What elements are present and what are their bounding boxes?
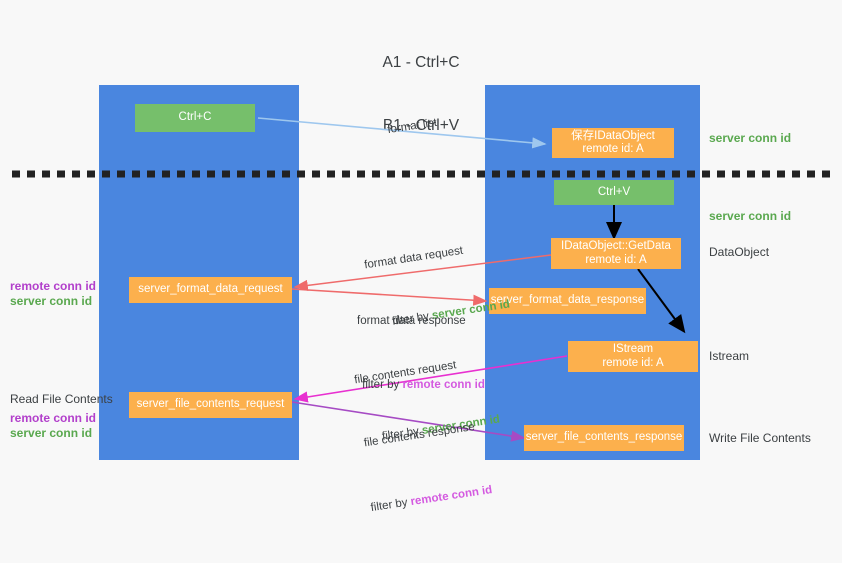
edge-label-file-contents-request-text: file contents request: [353, 359, 458, 387]
node-server-file-contents-request[interactable]: server_file_contents_request: [129, 392, 292, 418]
edge-label-format-data-response-filter: filter by remote conn id: [343, 363, 485, 408]
node-server-file-contents-request-label: server_file_contents_request: [136, 398, 285, 411]
title-line-1: A1 - Ctrl+C: [382, 54, 460, 71]
node-server-format-data-request-label: server_format_data_request: [138, 283, 283, 296]
note-istream: Istream: [709, 349, 750, 363]
node-save-idataobject-line2: remote id: A: [582, 143, 644, 155]
node-istream-line2: remote id: A: [602, 356, 664, 369]
node-server-format-data-response-label: server_format_data_response: [490, 294, 645, 307]
note-write-file-contents: Write File Contents: [709, 431, 811, 445]
note-remote-conn-id-2: remote conn id: [10, 411, 97, 425]
node-idataobject-getdata-line2: remote id: A: [585, 253, 647, 266]
filter-key-remote-conn-id: remote conn id: [402, 379, 485, 391]
node-save-idataobject-line1: 保存IDataObject: [571, 129, 655, 142]
node-save-idataobject[interactable]: 保存IDataObject remote id: A: [552, 128, 674, 158]
edge-label-format-data-response-text: format data response: [357, 315, 466, 327]
node-ctrl-v[interactable]: Ctrl+V: [554, 180, 674, 205]
filter-prefix: filter by: [362, 379, 403, 391]
note-read-file-contents: Read File Contents: [10, 392, 113, 406]
node-ctrl-c-label: Ctrl+C: [178, 111, 212, 124]
diagram-canvas: A1 - Ctrl+C B1 - Ctrl+V A1 remote B1 con…: [10, 54, 830, 514]
note-server-conn-id-1: server conn id: [10, 294, 93, 308]
edge-label-format-data-request-text: format data request: [363, 244, 464, 272]
note-server-conn-id-2: server conn id: [10, 426, 93, 440]
edge-label-format-list: format list: [372, 101, 441, 155]
note-server-conn-id-top: server conn id: [709, 131, 792, 145]
node-idataobject-getdata[interactable]: IDataObject::GetData remote id: A: [551, 238, 681, 269]
edge-label-file-contents-response: file contents response filter by remote …: [359, 389, 500, 560]
edge-label-format-data-response: format data response filter by remote co…: [357, 284, 485, 438]
filter-key-remote-conn-id: remote conn id: [409, 484, 494, 509]
edge-label-file-contents-response-text: file contents response: [363, 420, 476, 450]
node-server-format-data-request[interactable]: server_format_data_request: [129, 277, 292, 303]
node-server-format-data-response[interactable]: server_format_data_response: [489, 288, 646, 314]
filter-prefix: filter by: [369, 496, 412, 515]
node-istream-line1: IStream: [612, 343, 654, 355]
edge-label-format-list-text: format list: [386, 116, 438, 137]
note-dataobject: DataObject: [709, 245, 770, 259]
node-ctrl-c[interactable]: Ctrl+C: [135, 104, 255, 132]
node-ctrl-v-label: Ctrl+V: [597, 185, 631, 198]
node-server-file-contents-response-label: server_file_contents_response: [525, 431, 683, 444]
node-istream[interactable]: IStream remote id: A: [568, 341, 698, 372]
note-remote-conn-id-1: remote conn id: [10, 279, 97, 293]
edge-label-file-contents-response-filter: filter by remote conn id: [349, 468, 496, 533]
note-server-conn-id-paste: server conn id: [709, 209, 792, 223]
node-idataobject-getdata-line1: IDataObject::GetData: [561, 240, 671, 252]
node-server-file-contents-response[interactable]: server_file_contents_response: [524, 425, 684, 451]
